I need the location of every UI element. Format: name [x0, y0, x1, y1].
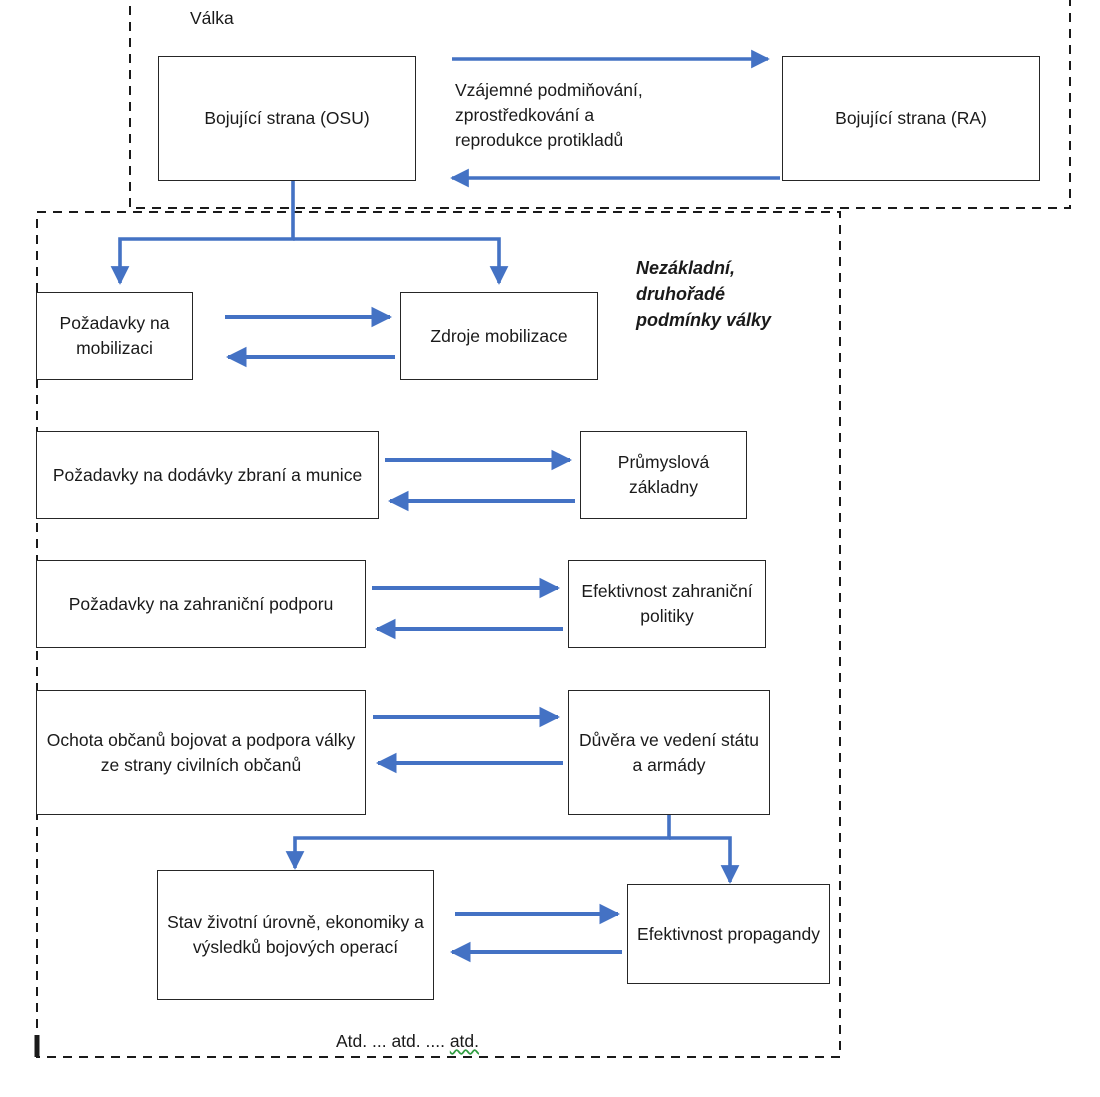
node-bojujici-strana-osu[interactable]: Bojující strana (OSU)	[158, 56, 416, 181]
group-label-valka: Válka	[190, 8, 234, 28]
group-label-nezakladni: Nezákladní, druhořadé podmínky války	[636, 258, 772, 331]
node-efektivnost-propagandy[interactable]: Efektivnost propagandy	[627, 884, 830, 984]
edge-caption-vzajemne-podminovani: Vzájemné podmiňování, zprostředkování a …	[455, 80, 643, 150]
footer-note-misspelled-word: atd.	[449, 1030, 480, 1051]
footer-note-prefix: Atd. ... atd. ....	[336, 1030, 450, 1051]
node-pozadavky-na-mobilizaci[interactable]: Požadavky na mobilizaci	[36, 292, 193, 380]
edge-osu-split-trunk	[110, 181, 295, 285]
edge-osu-split-right	[293, 237, 509, 285]
node-prumyslova-zakladny[interactable]: Průmyslová základny	[580, 431, 747, 519]
footer-note: Atd. ... atd. .... atd.	[336, 1004, 479, 1054]
node-zdroje-mobilizace[interactable]: Zdroje mobilizace	[400, 292, 598, 380]
node-pozadavky-na-zahranicni-podporu[interactable]: Požadavky na zahraniční podporu	[36, 560, 366, 648]
edge-duvera-split-left	[285, 814, 671, 870]
node-bojujici-strana-ra[interactable]: Bojující strana (RA)	[782, 56, 1040, 181]
node-duvera-ve-vedeni-statu-a-armady[interactable]: Důvěra ve vedení státu a armády	[568, 690, 770, 815]
edge-duvera-split-right	[669, 836, 740, 884]
node-efektivnost-zahranicni-politiky[interactable]: Efektivnost zahraniční politiky	[568, 560, 766, 648]
node-pozadavky-na-dodavky-zbrani-a-munice[interactable]: Požadavky na dodávky zbraní a munice	[36, 431, 379, 519]
node-stav-zivotni-urovne[interactable]: Stav životní úrovně, ekonomiky a výsledk…	[157, 870, 434, 1000]
node-ochota-obcanu-bojovat[interactable]: Ochota občanů bojovat a podpora války ze…	[36, 690, 366, 815]
